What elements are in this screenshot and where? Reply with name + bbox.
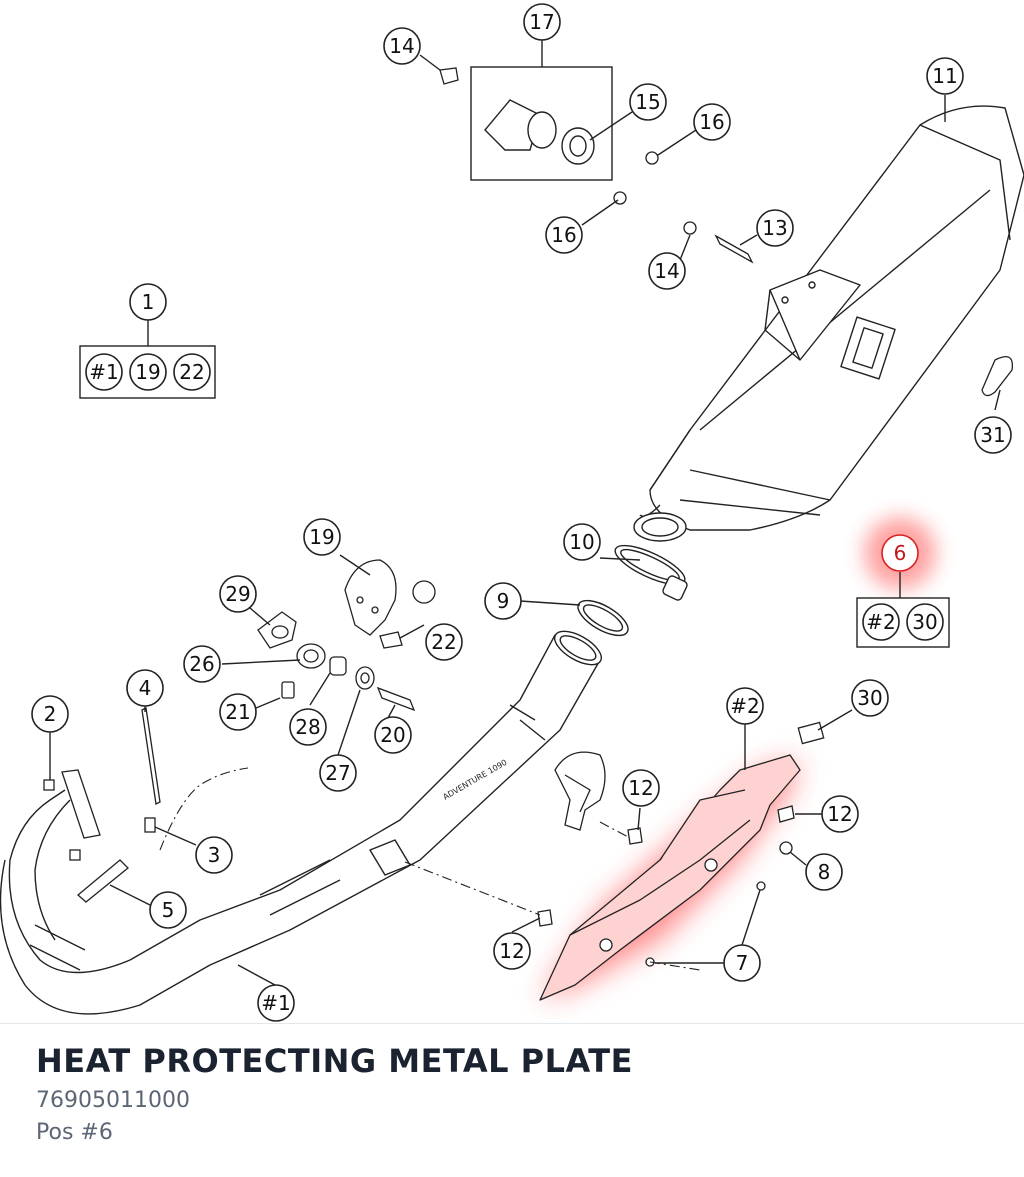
callout-20: 20: [380, 723, 405, 747]
callout-labels: 17 14 15 16 16 13 14 11 1 31 19 10 6 29 …: [44, 10, 1006, 1015]
callout-31: 31: [980, 423, 1005, 447]
callout-21: 21: [225, 700, 250, 724]
footer-divider: [0, 1023, 1024, 1024]
part-number: 76905011000: [36, 1088, 190, 1113]
callout-2: 2: [44, 702, 57, 726]
callout-6: 6: [894, 541, 907, 565]
callout-leaders: [49, 40, 1001, 986]
set-6-member: #2: [866, 610, 895, 634]
callout-5: 5: [162, 898, 175, 922]
part-title: HEAT PROTECTING METAL PLATE: [36, 1042, 633, 1080]
small-parts: [43, 67, 1014, 967]
callout-16: 16: [551, 223, 576, 247]
callout-pipe-1: #1: [261, 991, 290, 1015]
callout-3: 3: [208, 843, 221, 867]
muffler-silencer: [633, 105, 1024, 542]
callout-12: 12: [628, 776, 653, 800]
bracket-19: [344, 559, 397, 636]
set-6-members: #2 30: [862, 603, 944, 641]
callout-plate-2: #2: [730, 694, 759, 718]
plate-bracket: [554, 751, 606, 831]
set-6-member: 30: [912, 610, 937, 634]
callout-13: 13: [762, 216, 787, 240]
callout-circles: [31, 3, 1012, 1022]
callout-11: 11: [932, 64, 957, 88]
callout-12: 12: [827, 802, 852, 826]
callout-26: 26: [189, 652, 214, 676]
pipe-engraving: ADVENTURE 1090: [442, 758, 509, 802]
callout-14: 14: [654, 259, 679, 283]
callout-15: 15: [635, 90, 660, 114]
callout-10: 10: [569, 530, 594, 554]
callout-17: 17: [529, 10, 554, 34]
group-box-17: [470, 66, 613, 181]
callout-12: 12: [499, 939, 524, 963]
set-1-member: #1: [89, 360, 118, 384]
callout-30: 30: [857, 686, 882, 710]
callout-27: 27: [325, 761, 350, 785]
callout-28: 28: [295, 715, 320, 739]
part-position: Pos #6: [36, 1120, 113, 1145]
callout-9: 9: [497, 589, 510, 613]
set-1-members: #1 19 22: [85, 353, 211, 391]
set-1-member: 22: [179, 360, 204, 384]
clamp-part: [614, 544, 688, 601]
seal-ring-part: [577, 599, 629, 637]
callout-29: 29: [225, 582, 250, 606]
set-1-member: 19: [135, 360, 160, 384]
callout-19: 19: [309, 525, 334, 549]
callout-8: 8: [818, 860, 831, 884]
callout-7: 7: [736, 951, 749, 975]
callout-1: 1: [142, 290, 155, 314]
exploded-parts-diagram: ADVENTURE 1090: [0, 3, 1024, 1022]
callout-16: 16: [699, 110, 724, 134]
callout-22: 22: [431, 630, 456, 654]
callout-14: 14: [389, 34, 414, 58]
callout-4: 4: [139, 676, 152, 700]
heat-protecting-plate: [539, 754, 801, 1001]
header-pipe: [0, 630, 603, 1015]
